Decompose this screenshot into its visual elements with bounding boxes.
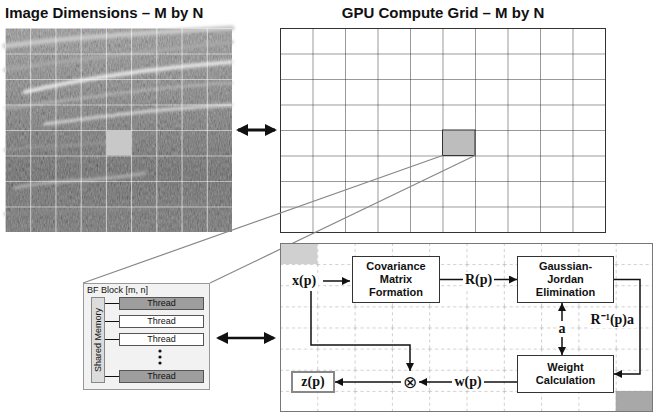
signal-wire <box>311 291 410 371</box>
signal-label: x(p) <box>290 273 318 289</box>
edge-label-text: R(p) <box>465 272 492 288</box>
signal-wire <box>323 280 350 282</box>
ellipsis-dot <box>158 361 161 364</box>
selected-pixel <box>106 130 131 156</box>
double-arrow <box>218 337 274 340</box>
block-box: BF Block [m, n]Shared MemoryThreadThread… <box>83 283 210 390</box>
compute-grid <box>280 28 605 232</box>
node-text: GPU Compute Grid – M by N <box>280 4 606 22</box>
flow-arrow <box>105 376 119 377</box>
image-panel: Image Dimensions – M by N <box>5 4 233 232</box>
panel-ground <box>280 243 653 412</box>
edge-label: a <box>557 321 568 337</box>
selected-block <box>443 130 476 156</box>
ellipsis-dot <box>158 349 161 352</box>
node-text: ⊗ <box>403 373 417 391</box>
flow-arrow <box>105 321 119 322</box>
node-text: z(p) <box>301 374 324 390</box>
panel-grid <box>280 243 653 412</box>
process-box: Weight Calculation <box>517 355 614 393</box>
node-text: Thread <box>147 371 176 382</box>
thread-box: Thread <box>119 315 204 328</box>
compute-grid-border <box>281 29 606 233</box>
process-box: Gaussian-Jordan Elimination <box>517 256 614 303</box>
node-text: BF Block [m, n] <box>84 284 209 295</box>
image-ground <box>5 28 232 232</box>
node-text: Weight Calculation <box>522 361 609 387</box>
node-text: Gaussian-Jordan Elimination <box>522 260 609 299</box>
multiply-symbol: ⊗ <box>401 372 419 392</box>
memory-bar: Shared Memory <box>91 297 105 383</box>
edge-label: R(p) <box>463 272 494 288</box>
signal-label-text: x(p) <box>292 273 316 289</box>
node-text: Shared Memory <box>93 308 103 372</box>
edge-label: R⁻¹(p)a <box>589 312 636 328</box>
image-grid <box>5 28 232 232</box>
node-text: Thread <box>147 334 176 345</box>
thread-box: Thread <box>119 297 204 310</box>
panel-border <box>281 244 653 412</box>
thread-box: Thread <box>119 370 204 383</box>
node-text: Thread <box>147 298 176 309</box>
flow-arrow <box>105 303 119 304</box>
flow-arrow <box>105 339 119 340</box>
node-text: Covariance Matrix Formation <box>357 260 435 299</box>
edge-label-text: w(p) <box>454 374 481 390</box>
block-ground <box>83 283 210 390</box>
flow-arrow <box>335 381 401 383</box>
process-box: Covariance Matrix Formation <box>352 256 440 303</box>
thread-box: Thread <box>119 333 204 346</box>
compute-grid-panel: GPU Compute Grid – M by N <box>280 4 606 232</box>
node-text: Image Dimensions – M by N <box>5 4 233 22</box>
ellipsis-dot <box>158 355 161 358</box>
node-text: Thread <box>147 316 176 327</box>
edge-label-text: a <box>559 321 566 337</box>
double-arrow <box>238 129 275 132</box>
edge-label: w(p) <box>452 374 483 390</box>
edge-label-text: R⁻¹(p)a <box>591 312 634 328</box>
image-speckle <box>5 28 232 232</box>
output-box: z(p) <box>291 371 335 393</box>
